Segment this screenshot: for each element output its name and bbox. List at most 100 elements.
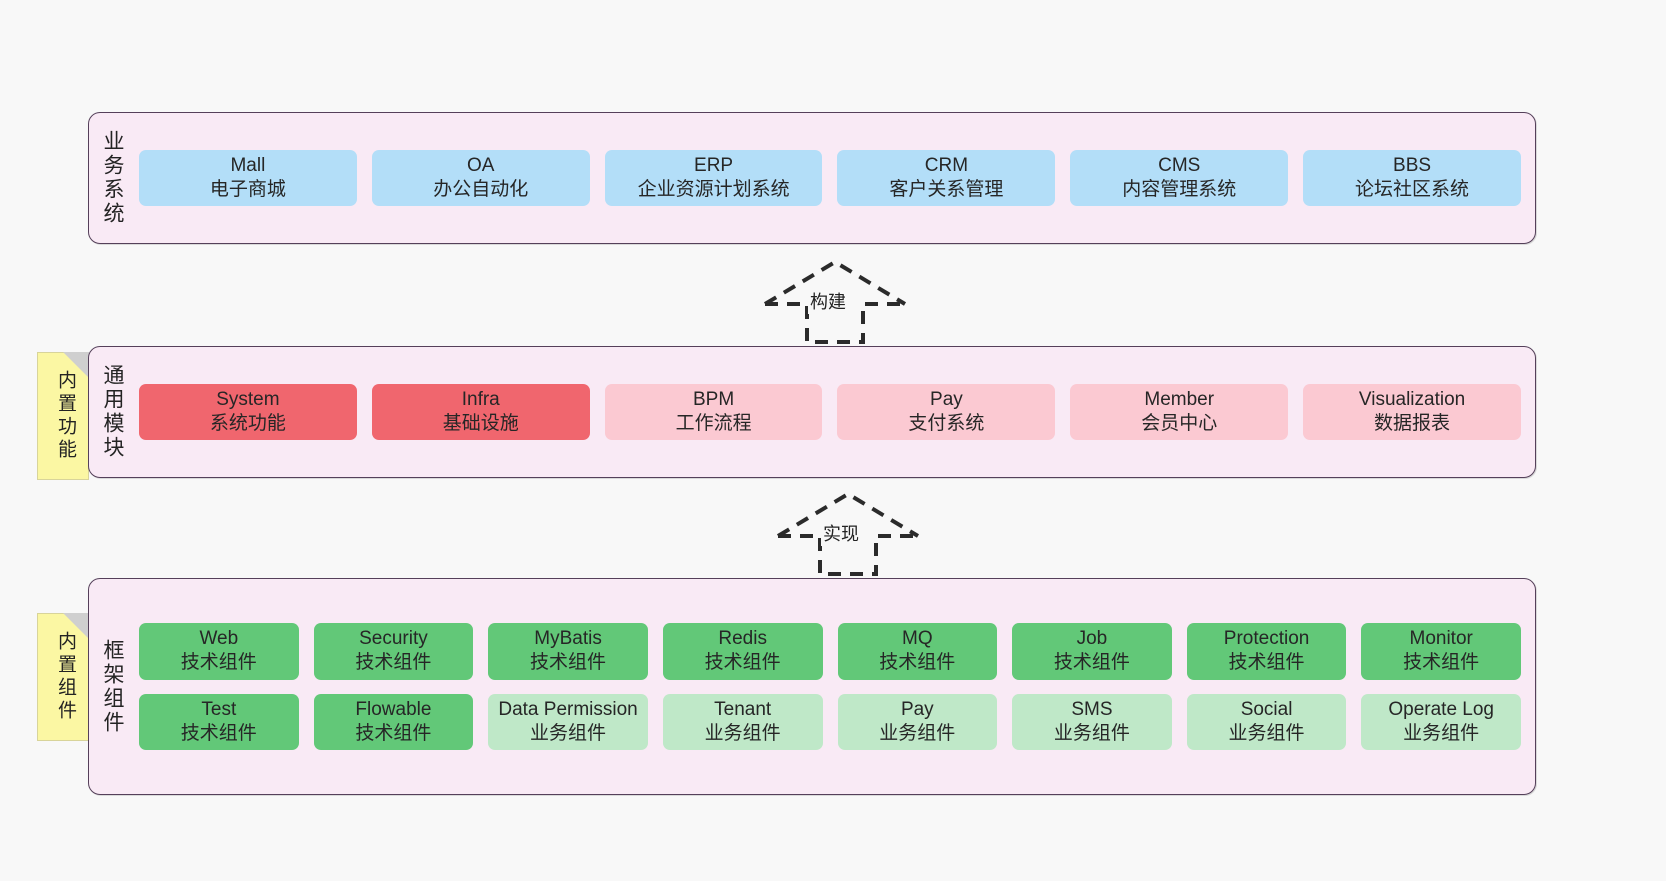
node-subtitle: 业务组件 xyxy=(530,722,607,744)
node-cms[interactable]: CMS 内容管理系统 xyxy=(1070,149,1289,207)
node-bpm[interactable]: BPM 工作流程 xyxy=(604,383,823,441)
node-subtitle: 技术组件 xyxy=(704,652,781,674)
node-subtitle: 技术组件 xyxy=(355,652,432,674)
node-title: Member xyxy=(1144,388,1215,410)
node-flowable[interactable]: Flowable 技术组件 xyxy=(313,693,474,751)
node-title: Operate Log xyxy=(1388,698,1494,720)
node-title: BBS xyxy=(1393,154,1432,176)
node-subtitle: 业务组件 xyxy=(704,722,781,744)
node-title: Social xyxy=(1240,698,1293,720)
row-business-0: Mall 电子商城 OA 办公自动化 ERP 企业资源计划系统 CRM 客户关系… xyxy=(139,149,1521,207)
arrow-implement: 实现 xyxy=(773,490,923,576)
layer-common-module: 通用模块 System 系统功能 Infra 基础设施 BPM 工作流程 Pay… xyxy=(88,346,1536,478)
node-title: Monitor xyxy=(1409,627,1473,649)
node-title: SMS xyxy=(1071,698,1113,720)
node-title: Pay xyxy=(930,388,963,410)
arrow-build: 构建 xyxy=(760,258,910,344)
node-member[interactable]: Member 会员中心 xyxy=(1070,383,1289,441)
node-title: Pay xyxy=(900,698,934,720)
node-subtitle: 支付系统 xyxy=(908,413,985,434)
node-system[interactable]: System 系统功能 xyxy=(139,383,357,441)
node-title: Data Permission xyxy=(498,698,638,720)
layer-title-common: 通用模块 xyxy=(101,364,125,460)
node-title: CRM xyxy=(924,154,969,176)
node-title: Tenant xyxy=(714,698,772,720)
node-subtitle: 业务组件 xyxy=(1403,722,1480,744)
node-bbs[interactable]: BBS 论坛社区系统 xyxy=(1303,149,1521,207)
node-subtitle: 办公自动化 xyxy=(433,179,529,200)
note-label: 内置组件 xyxy=(54,631,76,723)
layer-body-business: Mall 电子商城 OA 办公自动化 ERP 企业资源计划系统 CRM 客户关系… xyxy=(135,113,1535,243)
node-title: MQ xyxy=(902,627,933,649)
node-test[interactable]: Test 技术组件 xyxy=(139,693,299,751)
node-web[interactable]: Web 技术组件 xyxy=(139,622,299,680)
node-subtitle: 工作流程 xyxy=(675,413,752,434)
node-title: Redis xyxy=(718,627,767,649)
node-title: Web xyxy=(199,627,239,649)
node-crm[interactable]: CRM 客户关系管理 xyxy=(837,149,1056,207)
layer-framework-component: 框架组件 Web 技术组件 Security 技术组件 MyBatis 技术组件… xyxy=(88,578,1536,795)
node-monitor[interactable]: Monitor 技术组件 xyxy=(1361,622,1521,680)
node-social[interactable]: Social 业务组件 xyxy=(1186,693,1347,751)
node-subtitle: 电子商城 xyxy=(209,179,286,200)
node-title: Job xyxy=(1076,627,1108,649)
node-oa[interactable]: OA 办公自动化 xyxy=(371,149,590,207)
node-subtitle: 系统功能 xyxy=(209,413,286,434)
node-title: BPM xyxy=(692,388,735,410)
node-subtitle: 技术组件 xyxy=(1403,652,1480,674)
node-erp[interactable]: ERP 企业资源计划系统 xyxy=(604,149,823,207)
arrow-build-label: 构建 xyxy=(808,288,848,314)
node-subtitle: 技术组件 xyxy=(180,652,257,674)
note-builtin-component: 内置组件 xyxy=(37,613,89,741)
node-title: Security xyxy=(359,627,428,649)
node-security[interactable]: Security 技术组件 xyxy=(313,622,474,680)
note-builtin-function: 内置功能 xyxy=(37,352,89,480)
node-subtitle: 技术组件 xyxy=(355,722,432,744)
row-framework-business: Test 技术组件 Flowable 技术组件 Data Permission … xyxy=(139,693,1521,751)
node-mybatis[interactable]: MyBatis 技术组件 xyxy=(488,622,648,680)
node-subtitle: 论坛社区系统 xyxy=(1355,179,1470,200)
node-job[interactable]: Job 技术组件 xyxy=(1012,622,1172,680)
node-data-permission[interactable]: Data Permission 业务组件 xyxy=(488,693,648,751)
node-subtitle: 技术组件 xyxy=(1053,652,1130,674)
node-sms[interactable]: SMS 业务组件 xyxy=(1012,693,1172,751)
node-subtitle: 内容管理系统 xyxy=(1122,179,1237,200)
node-subtitle: 技术组件 xyxy=(879,652,956,674)
node-subtitle: 数据报表 xyxy=(1374,413,1451,434)
node-operate-log[interactable]: Operate Log 业务组件 xyxy=(1361,693,1521,751)
node-tenant[interactable]: Tenant 业务组件 xyxy=(662,693,823,751)
layer-title-framework: 框架组件 xyxy=(101,638,125,735)
node-title: Visualization xyxy=(1358,388,1466,410)
node-title: CMS xyxy=(1158,154,1201,176)
layer-title-business: 业务系统 xyxy=(101,130,125,226)
node-pay-component[interactable]: Pay 业务组件 xyxy=(837,693,998,751)
node-protection[interactable]: Protection 技术组件 xyxy=(1186,622,1347,680)
node-title: ERP xyxy=(694,154,734,176)
layer-body-common: System 系统功能 Infra 基础设施 BPM 工作流程 Pay 支付系统… xyxy=(135,347,1535,477)
node-title: Mall xyxy=(230,154,266,176)
node-title: System xyxy=(216,388,280,410)
layer-body-framework: Web 技术组件 Security 技术组件 MyBatis 技术组件 Redi… xyxy=(135,579,1535,794)
node-title: OA xyxy=(467,154,495,176)
node-visualization[interactable]: Visualization 数据报表 xyxy=(1303,383,1521,441)
node-subtitle: 技术组件 xyxy=(530,652,607,674)
node-subtitle: 基础设施 xyxy=(442,413,519,434)
node-title: Infra xyxy=(461,388,500,410)
row-common-0: System 系统功能 Infra 基础设施 BPM 工作流程 Pay 支付系统… xyxy=(139,383,1521,441)
node-title: MyBatis xyxy=(534,627,602,649)
node-title: Flowable xyxy=(355,698,432,720)
node-title: Test xyxy=(201,698,237,720)
node-subtitle: 会员中心 xyxy=(1141,413,1218,434)
node-mall[interactable]: Mall 电子商城 xyxy=(139,149,357,207)
node-subtitle: 客户关系管理 xyxy=(889,179,1004,200)
node-subtitle: 业务组件 xyxy=(1228,722,1305,744)
node-pay-module[interactable]: Pay 支付系统 xyxy=(837,383,1056,441)
node-mq[interactable]: MQ 技术组件 xyxy=(837,622,998,680)
node-subtitle: 技术组件 xyxy=(180,722,257,744)
node-subtitle: 业务组件 xyxy=(1053,722,1130,744)
node-infra[interactable]: Infra 基础设施 xyxy=(371,383,590,441)
node-subtitle: 业务组件 xyxy=(879,722,956,744)
row-framework-tech: Web 技术组件 Security 技术组件 MyBatis 技术组件 Redi… xyxy=(139,622,1521,680)
node-redis[interactable]: Redis 技术组件 xyxy=(662,622,823,680)
